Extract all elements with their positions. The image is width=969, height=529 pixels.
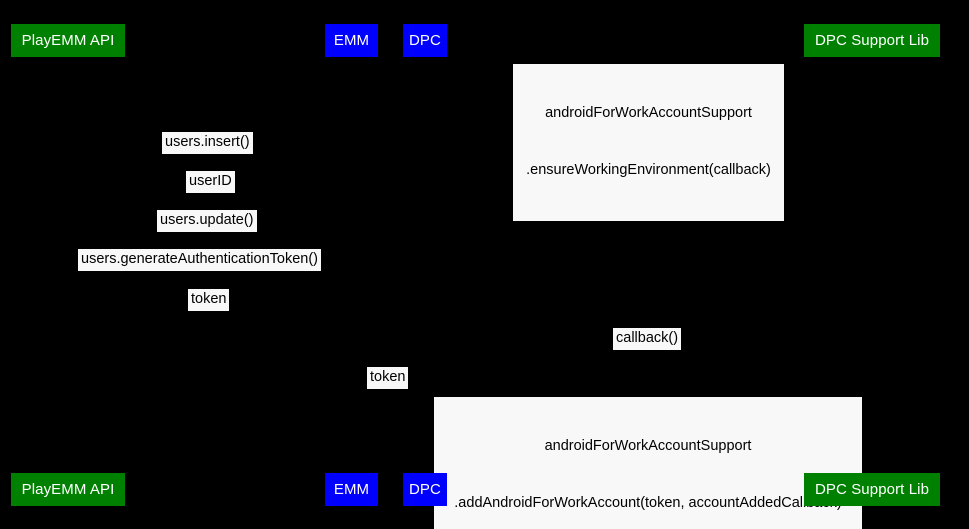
actor-label: DPC Support Lib <box>814 32 930 49</box>
actor-dpc-support-lib-top[interactable]: DPC Support Lib <box>804 24 940 57</box>
actor-label: DPC <box>409 32 441 49</box>
message-users-update: users.update() <box>157 210 257 232</box>
actor-dpc-top[interactable]: DPC <box>403 24 447 57</box>
message-callback: callback() <box>613 328 682 350</box>
message-generate-authentication-token: users.generateAuthenticationToken() <box>78 249 321 271</box>
message-add-android-for-work-account: androidForWorkAccountSupport .addAndroid… <box>434 397 862 529</box>
actor-playemm-api-bottom[interactable]: PlayEMM API <box>11 473 125 506</box>
actor-label: DPC Support Lib <box>814 481 930 498</box>
actor-label: EMM <box>333 481 370 498</box>
message-users-insert: users.insert() <box>162 132 253 154</box>
message-line-1: androidForWorkAccountSupport <box>545 105 752 121</box>
message-user-id: userID <box>186 171 235 193</box>
actor-label: DPC <box>409 481 441 498</box>
message-line-2: .addAndroidForWorkAccount(token, account… <box>454 495 842 511</box>
message-ensure-working-environment: androidForWorkAccountSupport .ensureWork… <box>513 64 784 221</box>
actor-playemm-api-top[interactable]: PlayEMM API <box>11 24 125 57</box>
actor-label: PlayEMM API <box>21 481 115 498</box>
actor-emm-bottom[interactable]: EMM <box>325 473 378 506</box>
message-line-1: androidForWorkAccountSupport <box>544 438 752 454</box>
actor-dpc-bottom[interactable]: DPC <box>403 473 447 506</box>
message-line-2: .ensureWorkingEnvironment(callback) <box>526 162 771 178</box>
actor-dpc-support-lib-bottom[interactable]: DPC Support Lib <box>804 473 940 506</box>
message-token-to-dpc: token <box>367 367 409 389</box>
message-token-to-emm: token <box>188 289 230 311</box>
actor-label: PlayEMM API <box>21 32 115 49</box>
actor-label: EMM <box>333 32 370 49</box>
actor-emm-top[interactable]: EMM <box>325 24 378 57</box>
